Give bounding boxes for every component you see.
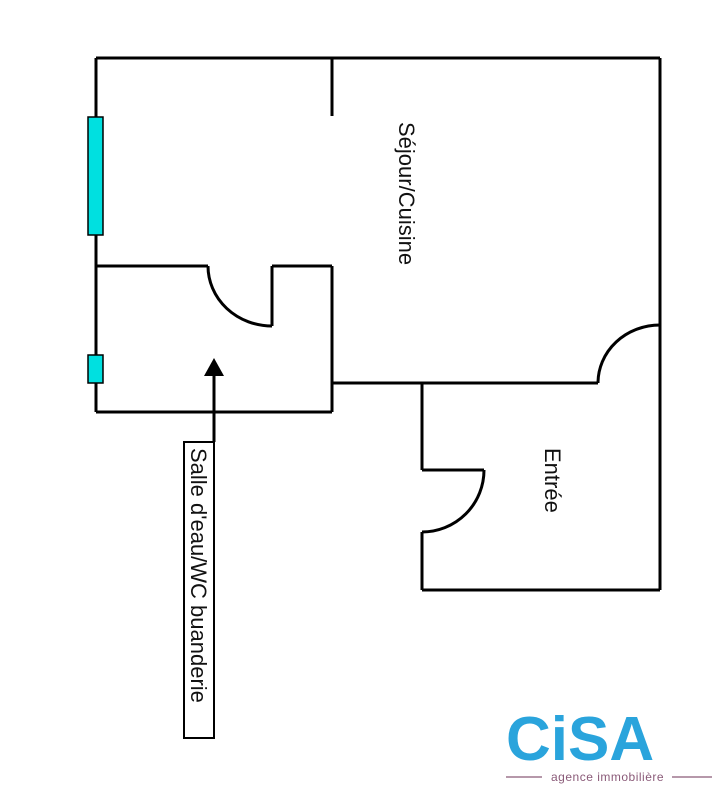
label-entree: Entrée [540,448,565,513]
arrow-head [204,358,224,376]
window-sejour [87,116,104,236]
logo-tagline: agence immobilière [551,770,664,784]
walls [94,56,662,592]
label-salle-eau: Salle d'eau/WC buanderie [186,448,211,703]
cisa-logo: CiSA agence immobilière [506,705,712,784]
door-sejour [596,323,661,384]
label-box-salle-eau [183,441,215,739]
door-bathroom [206,265,273,328]
window-bathroom [87,354,104,384]
door-entree [421,469,486,534]
doors [206,265,661,534]
label-sejour: Séjour/Cuisine [394,122,419,265]
logo-wordmark: CiSA [506,705,654,774]
